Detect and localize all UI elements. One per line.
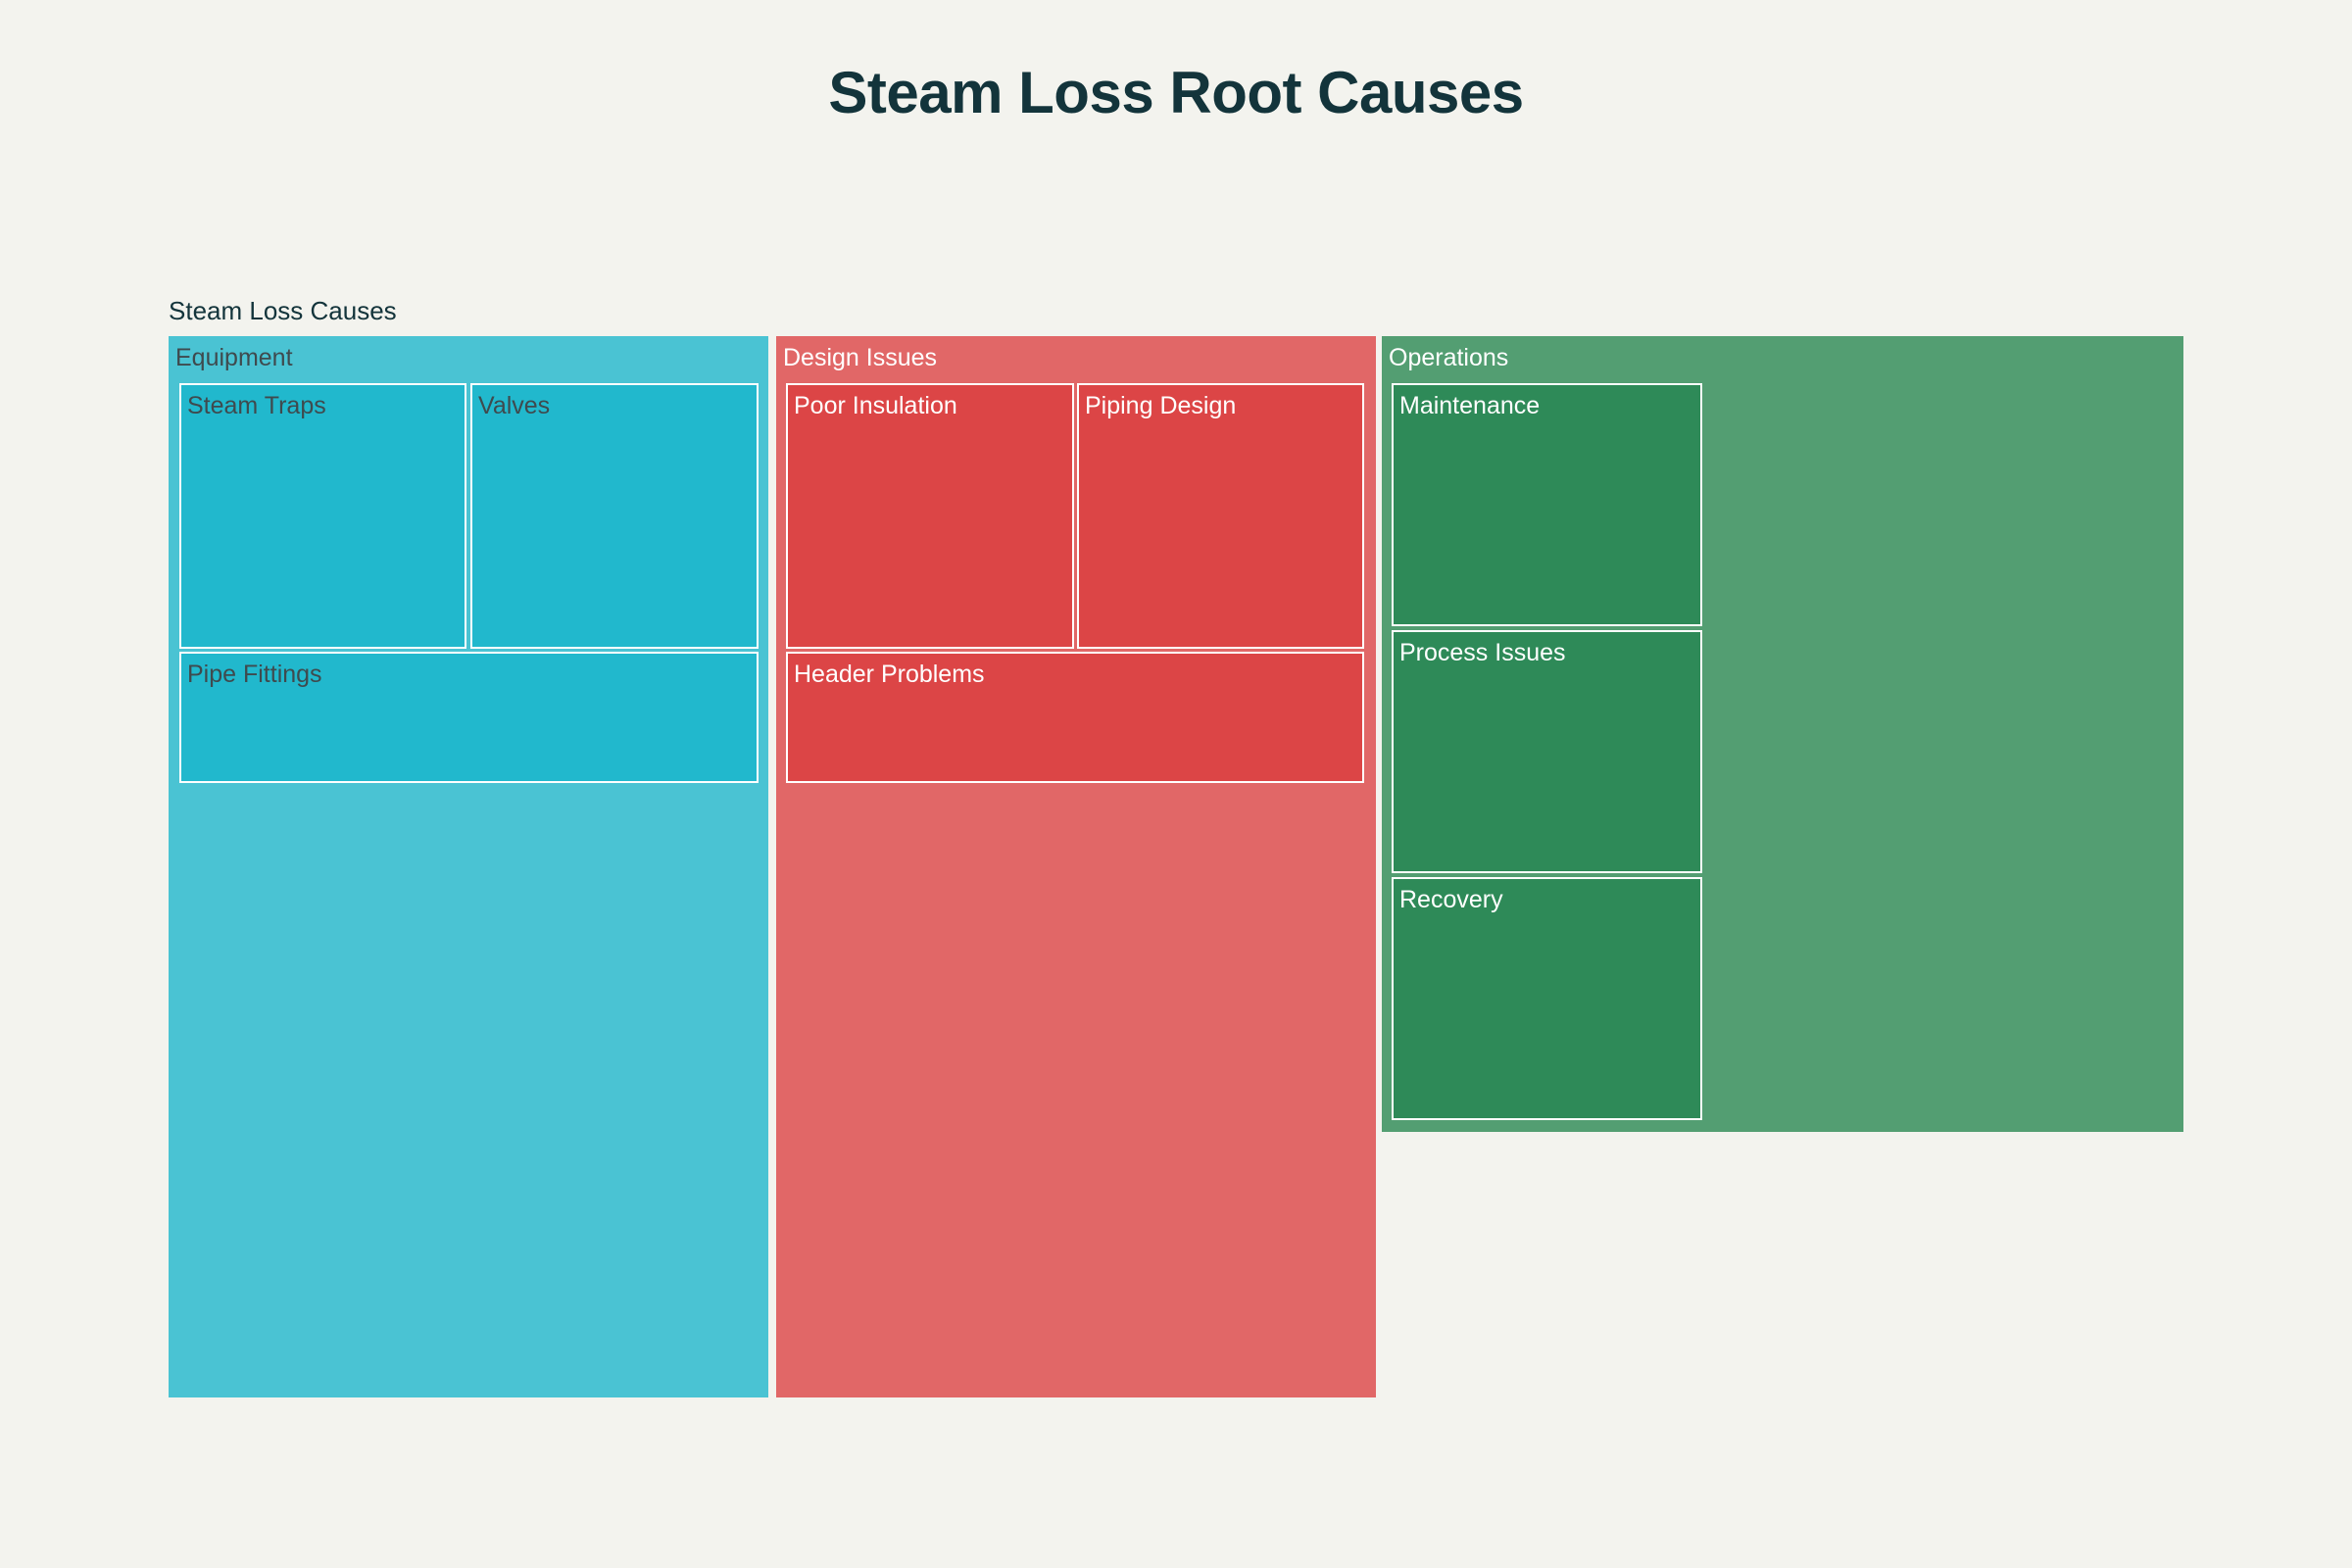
treemap-tile-label: Valves: [478, 392, 551, 419]
chart-title: Steam Loss Root Causes: [828, 60, 1524, 125]
treemap-tile-label: Process Issues: [1399, 639, 1566, 666]
treemap-group-label: Operations: [1389, 344, 1509, 371]
treemap-tile-header-problems[interactable]: Header Problems: [786, 652, 1364, 783]
treemap-tile-poor-insulation[interactable]: Poor Insulation: [786, 383, 1074, 649]
treemap-tile-maintenance[interactable]: Maintenance: [1392, 383, 1702, 626]
treemap-tile-pipe-fittings[interactable]: Pipe Fittings: [179, 652, 759, 783]
treemap-tile-valves[interactable]: Valves: [470, 383, 759, 649]
treemap-tile-label: Poor Insulation: [794, 392, 957, 419]
treemap-tile-label: Pipe Fittings: [187, 661, 322, 688]
treemap-tile-label: Maintenance: [1399, 392, 1541, 419]
treemap-tile-label: Piping Design: [1085, 392, 1237, 419]
treemap-tile-recovery[interactable]: Recovery: [1392, 877, 1702, 1120]
treemap-tile-piping-design[interactable]: Piping Design: [1077, 383, 1364, 649]
treemap-tile-label: Recovery: [1399, 886, 1503, 913]
treemap-tile-label: Steam Traps: [187, 392, 326, 419]
treemap-group-label: Design Issues: [783, 344, 938, 371]
treemap-tile-label: Header Problems: [794, 661, 985, 688]
treemap-group-label: Equipment: [175, 344, 293, 371]
treemap-root-label[interactable]: Steam Loss Causes: [169, 296, 397, 325]
treemap-tile-steam-traps[interactable]: Steam Traps: [179, 383, 466, 649]
treemap-tile-process-issues[interactable]: Process Issues: [1392, 630, 1702, 873]
